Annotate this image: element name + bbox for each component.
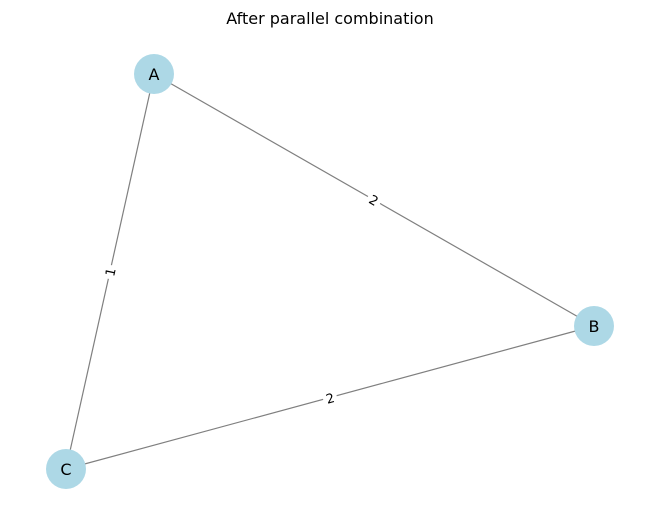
edge-label-a-c: 1 bbox=[99, 263, 121, 281]
node-a-circle bbox=[134, 54, 174, 94]
node-a-label: A bbox=[149, 65, 160, 84]
node-c[interactable]: C bbox=[46, 449, 86, 489]
diagram-title: After parallel combination bbox=[226, 9, 433, 28]
svg-text:2: 2 bbox=[324, 391, 336, 408]
node-c-circle bbox=[46, 449, 86, 489]
edge-label-c-b: 2 bbox=[320, 387, 340, 409]
edge-layer bbox=[65, 73, 595, 470]
svg-text:1: 1 bbox=[103, 267, 119, 278]
node-c-label: C bbox=[60, 460, 71, 479]
node-a[interactable]: A bbox=[134, 54, 174, 94]
edge-label-a-b: 2 bbox=[363, 188, 385, 212]
node-b[interactable]: B bbox=[574, 306, 614, 346]
node-b-label: B bbox=[589, 317, 600, 336]
node-layer: A B C bbox=[46, 54, 614, 489]
edge-label-layer: 2 1 2 bbox=[99, 188, 385, 409]
node-b-circle bbox=[574, 306, 614, 346]
